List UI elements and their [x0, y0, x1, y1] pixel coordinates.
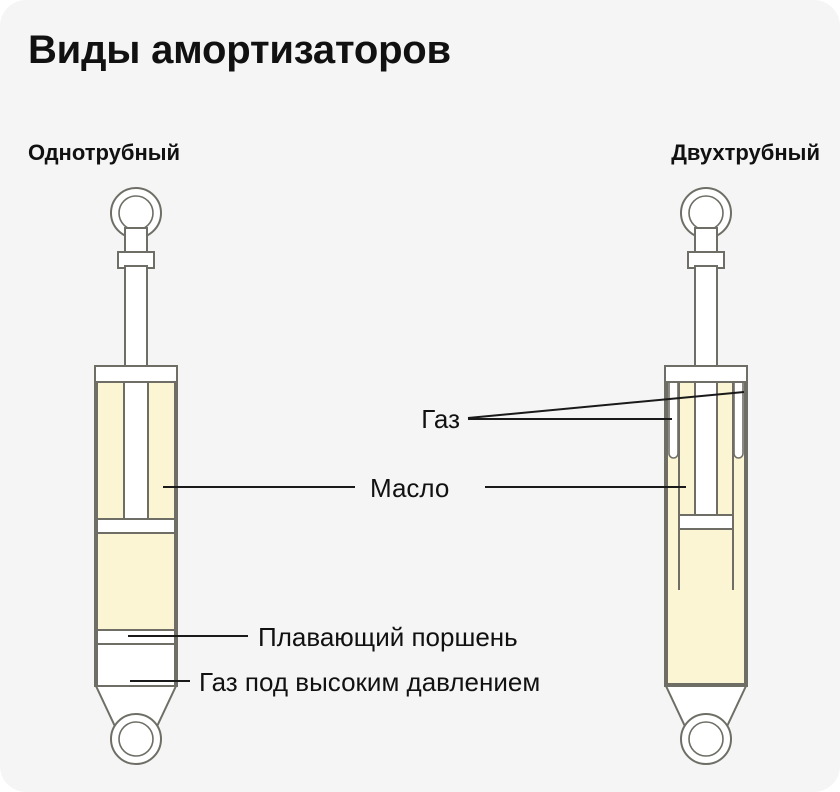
monotube-oil-upper-left: [96, 381, 125, 520]
twintube-top-cap: [664, 365, 748, 383]
twintube-bottom-eye-mount: [680, 713, 732, 765]
twintube-gas-pocket-right: [733, 373, 744, 459]
twintube-shock-absorber: [664, 187, 748, 765]
column-heading-twintube: Двухтрубный: [671, 140, 820, 165]
monotube-top-eye-mount: [110, 187, 162, 239]
page-title: Виды амортизаторов: [28, 28, 451, 72]
twintube-gas-pocket-left: [668, 373, 679, 459]
monotube-top-cap: [94, 365, 178, 383]
monotube-oil-lower: [96, 532, 176, 631]
label-gas: Газ: [421, 404, 460, 434]
monotube-working-piston: [96, 518, 176, 534]
twintube-top-eye-mount: [680, 187, 732, 239]
leader-gas-right-pocket: [467, 391, 745, 419]
twintube-rod-in-chamber: [694, 381, 718, 523]
label-high-pressure-gas: Газ под высоким давлением: [199, 667, 540, 697]
twintube-working-piston: [678, 514, 734, 530]
monotube-shock-absorber: [94, 187, 178, 765]
column-heading-monotube: Однотрубный: [28, 140, 181, 165]
monotube-gas-chamber: [96, 643, 176, 687]
monotube-oil-upper-right: [147, 381, 176, 520]
monotube-bottom-eye-mount: [110, 713, 162, 765]
label-oil: Масло: [370, 473, 449, 503]
leader-lines: [128, 391, 745, 682]
label-floating-piston: Плавающий поршень: [258, 622, 518, 652]
